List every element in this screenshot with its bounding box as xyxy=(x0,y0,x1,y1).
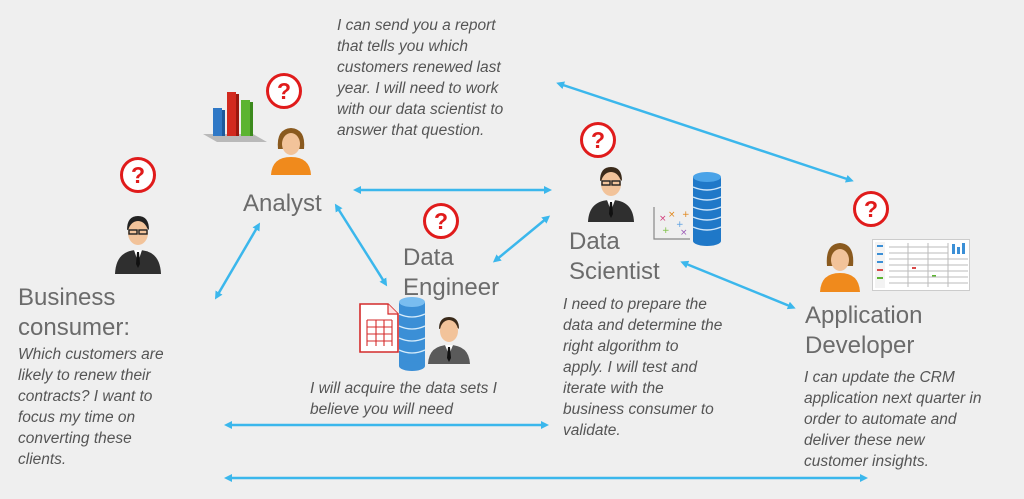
quote-analyst: I can send you a report that tells you w… xyxy=(337,17,504,139)
arrow-datascientist-appdeveloper xyxy=(680,260,796,310)
question-icon: ? xyxy=(120,157,156,193)
question-icon: ? xyxy=(423,203,459,239)
arrow-analyst-businessconsumer xyxy=(214,222,261,300)
database-icon xyxy=(398,297,426,371)
svg-text:×: × xyxy=(659,214,667,224)
quote-data-engineer: I will acquire the data sets I believe y… xyxy=(310,380,497,418)
database-icon xyxy=(692,172,722,246)
svg-text:+: + xyxy=(676,220,684,230)
svg-text:+: + xyxy=(662,226,670,236)
quote-business-consumer: Which customers are likely to renew thei… xyxy=(18,346,164,468)
arrow-dataengineer-datascientist xyxy=(492,215,551,263)
role-data-engineer: Data Engineer xyxy=(403,244,500,301)
male-person-icon xyxy=(115,216,161,274)
role-analyst: Analyst xyxy=(243,190,322,217)
question-icon: ? xyxy=(580,122,616,158)
role-business-consumer: Business consumer: xyxy=(18,284,131,341)
svg-text:+: + xyxy=(682,210,690,220)
quote-application-developer: I can update the CRM application next qu… xyxy=(804,369,982,470)
arrow-report-appdeveloper xyxy=(556,81,854,183)
role-data-scientist: Data Scientist xyxy=(569,228,660,285)
dashboard-icon xyxy=(872,239,970,291)
bar-chart-icon xyxy=(203,92,267,142)
svg-text:×: × xyxy=(680,228,688,238)
arrow-analyst-dataengineer xyxy=(334,203,388,287)
quote-data-scientist: I need to prepare the data and determine… xyxy=(563,296,723,439)
role-application-developer: Application Developer xyxy=(805,302,923,359)
female-person-icon xyxy=(820,243,860,292)
question-icon: ? xyxy=(266,73,302,109)
male-person-icon xyxy=(588,167,634,222)
female-person-icon xyxy=(271,128,311,175)
spreadsheet-icon xyxy=(359,303,399,353)
scatter-plot-icon: × × + + × + xyxy=(653,207,690,240)
question-icon: ? xyxy=(853,191,889,227)
male-person-icon xyxy=(428,317,470,364)
svg-text:×: × xyxy=(668,210,676,220)
